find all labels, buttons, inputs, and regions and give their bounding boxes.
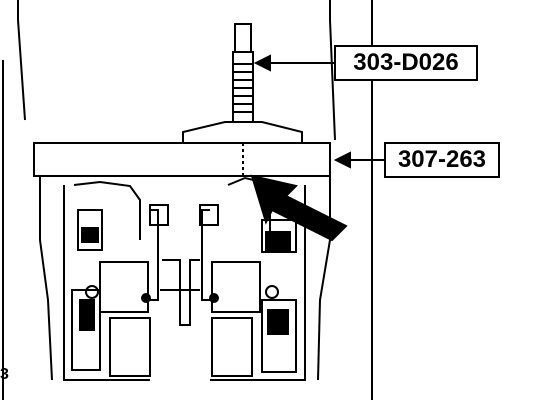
- figure-number-fragment: 3: [0, 366, 9, 383]
- tool-shaft: [232, 23, 254, 123]
- indicator-arrow: [250, 174, 348, 242]
- adapter-plate: [33, 121, 331, 177]
- housing-outline: [2, 0, 373, 400]
- callout-label-tool: 303-D026: [334, 45, 478, 81]
- pointer-arrows: [253, 54, 384, 169]
- callout-label-adapter: 307-263: [384, 142, 500, 178]
